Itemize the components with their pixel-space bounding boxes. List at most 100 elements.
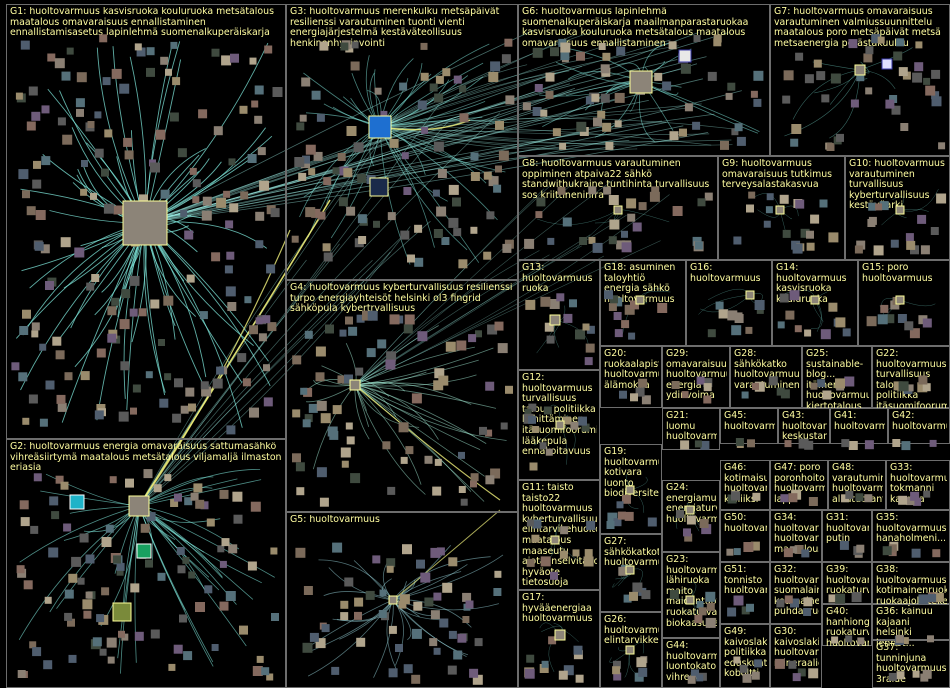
node-g5 [309,632,319,642]
node-g28 [752,382,759,390]
edge-g1 [96,222,146,421]
accent-node [69,494,85,510]
edge-g3-g6 [379,126,561,150]
node-g2 [92,637,102,647]
node-g1 [90,192,97,200]
node-g2 [228,544,238,554]
node-g3 [302,155,310,164]
node-g2 [118,630,125,638]
group-label: G41: huoltovarmuus [834,411,885,432]
node-g19 [624,511,634,521]
node-g23 [669,590,679,599]
node-g4 [292,355,302,365]
group-label: G26: huoltovarmuus elintarvikkeet [604,615,659,647]
node-g1 [225,220,234,229]
node-g37 [912,670,920,678]
edge-g3-g6 [379,107,686,128]
node-g2 [116,568,124,576]
node-g4 [337,375,346,384]
node-g19 [622,494,631,504]
node-g8 [608,236,617,245]
node-g3 [389,138,399,148]
node-g1 [189,167,197,175]
node-g1 [226,251,235,260]
node-g9 [748,191,756,199]
node-g10 [873,245,884,256]
node-g6 [559,142,567,150]
node-g33 [906,497,915,506]
node-g9 [782,229,791,238]
node-g11 [584,549,593,558]
node-g42 [892,439,901,447]
node-g2 [134,631,144,641]
node-g22 [918,375,928,385]
node-g1 [270,208,280,218]
node-g2 [19,500,29,510]
node-g6 [750,90,758,98]
node-g2 [164,474,172,482]
node-g2 [68,654,77,663]
node-g34 [801,549,810,558]
node-g6 [605,141,614,150]
node-g10 [879,201,889,211]
node-g5 [453,650,463,660]
node-g47 [780,494,789,503]
node-g2 [77,577,85,585]
node-g22 [906,384,914,392]
edge-g4-g8 [354,255,605,386]
node-g5 [448,557,458,567]
node-g23 [706,602,715,611]
node-g46 [752,492,761,501]
node-g2 [71,556,82,567]
node-g1 [119,83,130,94]
node-g12 [543,406,552,415]
node-g3 [420,72,429,81]
node-g2 [225,591,236,601]
node-g30 [774,658,785,669]
node-g5 [465,600,474,609]
node-g15 [877,314,888,325]
node-g1 [86,282,95,291]
node-g10 [917,214,927,224]
node-g6 [560,51,570,60]
node-g1 [188,403,196,412]
node-g3 [305,207,316,218]
node-g41 [848,441,858,450]
node-g5 [494,570,502,578]
node-g7 [863,53,873,63]
group-label: G40: hanhionge... ruokaturva huoltovarmu… [826,607,869,649]
group-label: G21: luomu huoltovarmuus [666,411,717,443]
node-g5 [365,590,375,600]
node-g11 [550,571,558,580]
node-g32 [790,598,799,608]
node-g15 [880,304,889,313]
node-g2 [109,476,117,484]
node-g12 [524,408,532,416]
node-g8 [704,192,713,201]
node-g34 [790,546,798,554]
node-g5 [429,638,438,647]
hub-node-g9 [775,205,785,215]
node-g17 [541,660,549,668]
node-g1 [111,297,120,306]
node-g10 [906,240,916,250]
node-g7 [938,142,946,150]
node-g35 [932,549,941,558]
node-g7 [783,70,794,81]
node-g5 [340,612,349,621]
node-g5 [462,616,470,623]
node-g14 [777,321,785,329]
node-g34 [783,548,793,558]
group-label: G6: huoltovarmuus lapinlehmä suomenalkup… [522,7,749,49]
node-g30 [808,668,819,679]
node-g44 [696,674,704,682]
node-g4 [327,426,338,437]
hub-node-g7 [854,64,866,76]
node-g23 [698,607,707,616]
node-g4 [434,458,442,466]
node-g3 [420,42,428,50]
group-panel-g21: G21: luomu huoltovarmuus [662,408,720,450]
node-g3 [414,224,423,233]
edge-g5 [328,567,394,601]
